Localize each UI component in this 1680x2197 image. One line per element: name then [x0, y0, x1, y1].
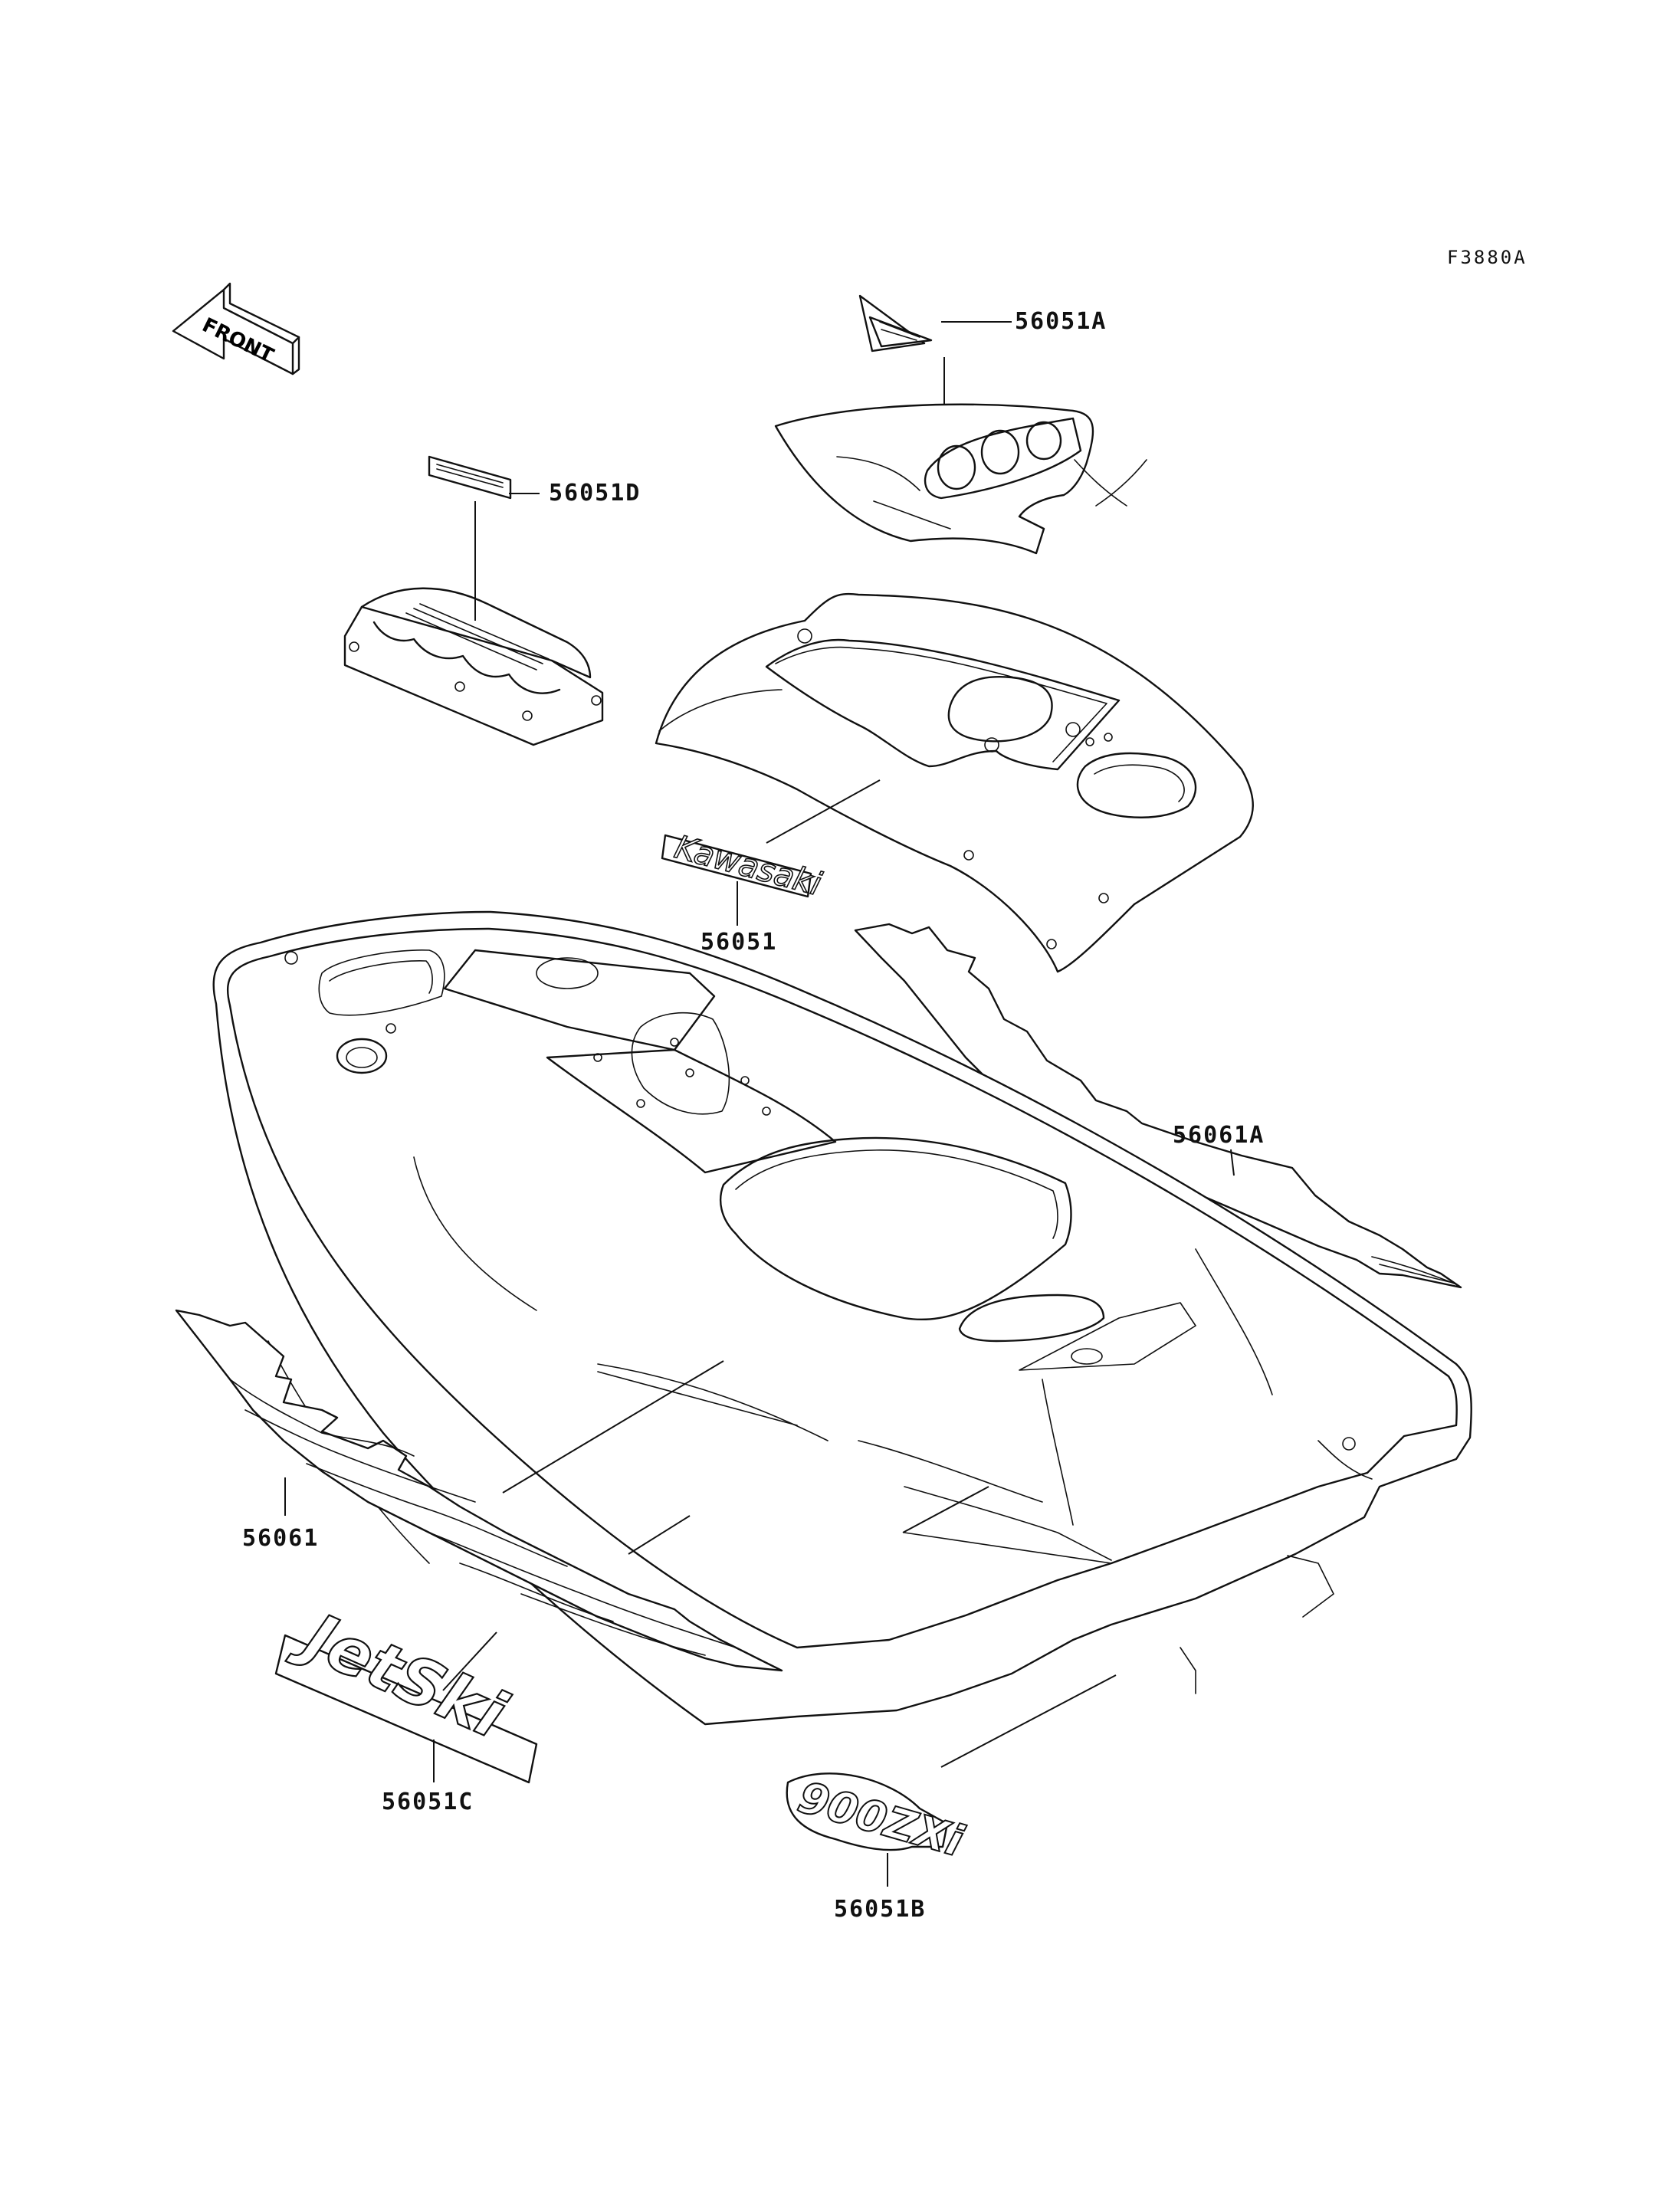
handle-pole-cover: [655, 592, 1254, 973]
callout-56051D: 56051D: [549, 480, 641, 507]
figure-code: F3880A: [1447, 247, 1527, 268]
decal-jetski-56051C: JetSki: [274, 1594, 538, 1784]
air-box-cover: [343, 587, 604, 746]
decal-model-56051B: 900ZXi: [786, 1772, 970, 1867]
jetski-logo-text: JetSki: [284, 1595, 517, 1753]
callout-56051: 56051: [701, 929, 778, 956]
decal-stripe-56061: [175, 1309, 783, 1672]
callout-56051A: 56051A: [1015, 308, 1107, 335]
decal-kawasaki-56051: Kawasaki: [661, 828, 826, 903]
callout-56051C: 56051C: [382, 1789, 474, 1815]
hull-body: [212, 910, 1472, 1726]
decal-56051A: [858, 294, 933, 353]
instrument-cover: [774, 403, 1147, 555]
callout-56061: 56061: [242, 1525, 320, 1552]
front-direction-arrow-icon: FRONT: [172, 282, 300, 375]
callout-56061A: 56061A: [1173, 1122, 1265, 1149]
callout-56051B: 56051B: [834, 1896, 927, 1923]
decal-56051D: [428, 455, 512, 500]
kawasaki-logo-text: Kawasaki: [671, 828, 825, 903]
